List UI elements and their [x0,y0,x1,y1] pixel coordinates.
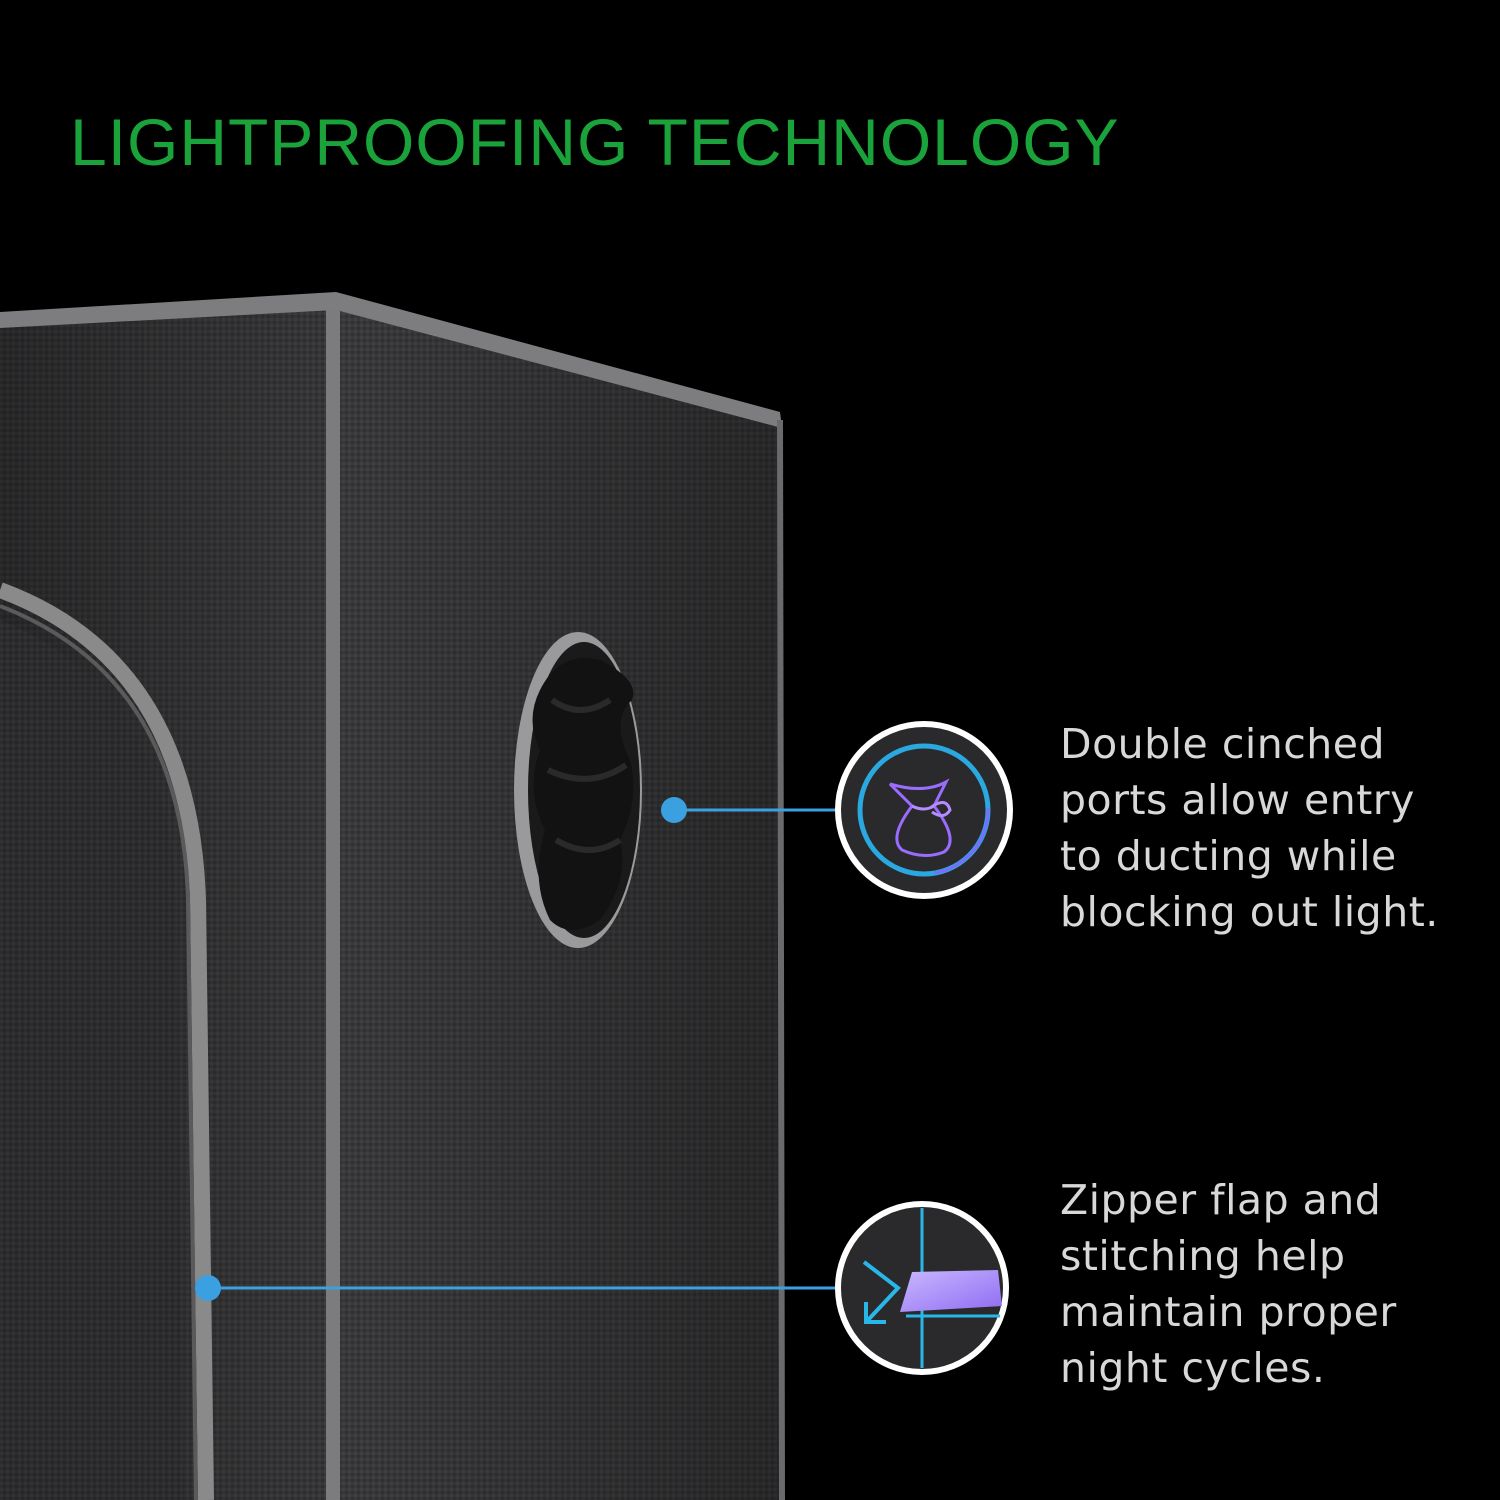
feature-line: night cycles. [1060,1344,1326,1392]
duct-port [514,632,642,948]
feature-line: Double cinched [1060,720,1386,768]
callout-line-2 [195,1275,840,1301]
door-zipper-arch [0,582,214,1500]
feature-description-ports: Double cinched ports allow entry to duct… [1060,716,1490,940]
feature-line: ports allow entry [1060,776,1415,824]
feature-line: maintain proper [1060,1288,1397,1336]
feature-description-zipper: Zipper flap and stitching help maintain … [1060,1172,1490,1396]
zipper-flap-icon [835,1201,1009,1375]
feature-line: Zipper flap and [1060,1176,1382,1224]
cinched-bag-icon [835,721,1013,899]
tent-front-panel [0,300,340,1500]
feature-line: to ducting while [1060,832,1397,880]
feature-line: blocking out light. [1060,888,1439,936]
headline: LIGHTPROOFING TECHNOLOGY [70,105,1120,179]
callout-line-1 [661,797,840,823]
feature-line: stitching help [1060,1232,1346,1280]
